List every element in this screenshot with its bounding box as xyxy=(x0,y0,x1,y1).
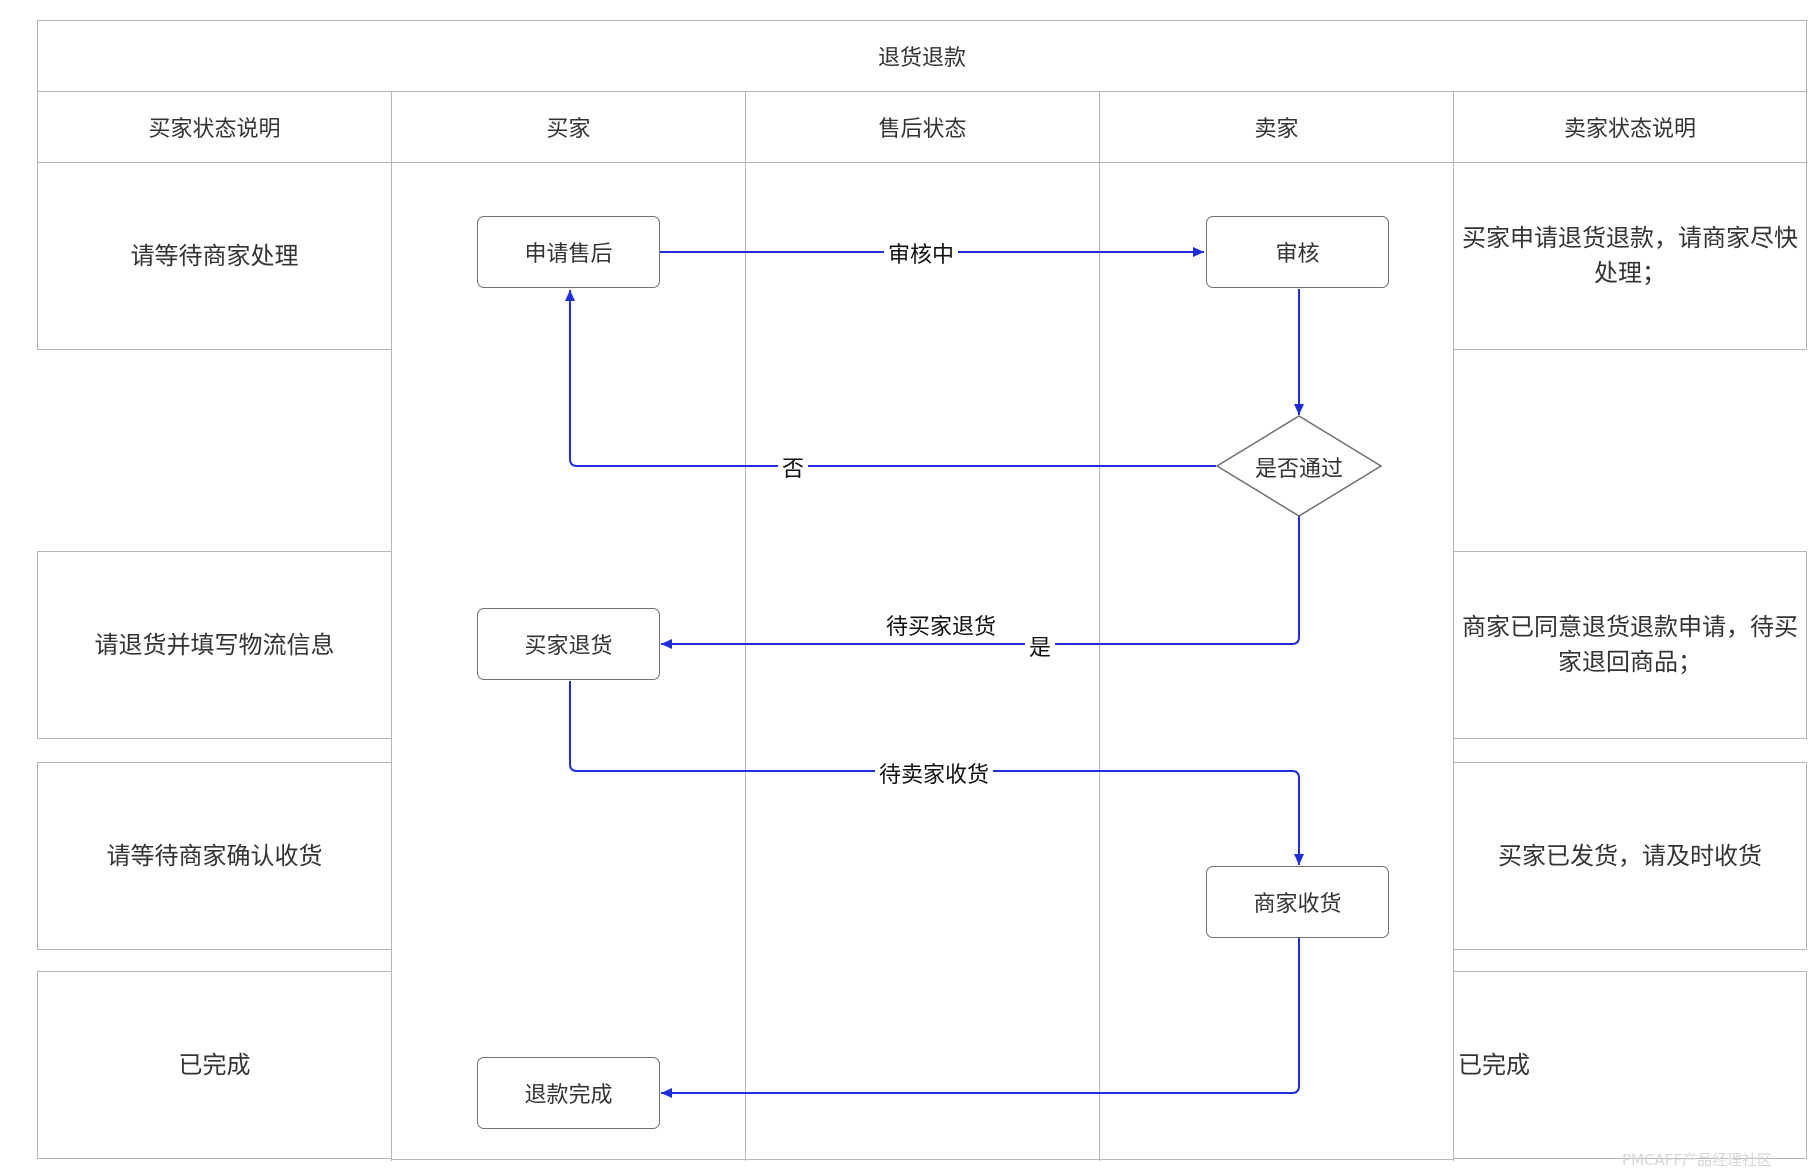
decision-diamond xyxy=(1215,415,1383,517)
lane-divider-2 xyxy=(745,162,746,1161)
edge-label-reviewing: 审核中 xyxy=(884,237,959,269)
node-seller-receive: 商家收货 xyxy=(1206,866,1389,938)
buyer-desc-cell: 已完成 xyxy=(37,971,392,1159)
header-seller-desc: 卖家状态说明 xyxy=(1453,91,1807,163)
node-refund-complete: 退款完成 xyxy=(477,1057,660,1129)
header-seller: 卖家 xyxy=(1099,91,1454,163)
seller-desc-cell: 买家已发货，请及时收货 xyxy=(1453,762,1807,950)
edge-label-yes: 是 xyxy=(1025,630,1056,662)
seller-desc-cell: 已完成 xyxy=(1453,971,1807,1159)
edge-label-no: 否 xyxy=(778,451,809,483)
header-buyer: 买家 xyxy=(391,91,746,163)
node-buyer-return: 买家退货 xyxy=(477,608,660,680)
buyer-desc-cell: 请等待商家处理 xyxy=(37,162,392,350)
edge-label-wait-seller-receive: 待卖家收货 xyxy=(875,757,994,789)
edge-decision-no xyxy=(565,290,1216,467)
lane-divider-3 xyxy=(1099,162,1100,1161)
buyer-desc-cell: 请等待商家确认收货 xyxy=(37,762,392,950)
edge-decision-yes xyxy=(661,515,1300,649)
seller-desc-cell: 买家申请退货退款，请商家尽快处理； xyxy=(1453,162,1807,350)
bottom-line xyxy=(391,1159,1454,1160)
edge-receive-to-refund xyxy=(661,938,1300,1098)
watermark: PMCAFF产品经理社区 xyxy=(1622,1151,1772,1169)
edge-label-wait-buyer-return: 待买家退货 xyxy=(882,609,1001,641)
header-status: 售后状态 xyxy=(745,91,1100,163)
node-apply-after-sale: 申请售后 xyxy=(477,216,660,288)
diagram-title: 退货退款 xyxy=(37,20,1807,92)
node-decision-label: 是否通过 xyxy=(1254,457,1343,482)
node-review: 审核 xyxy=(1206,216,1389,288)
buyer-desc-cell: 请退货并填写物流信息 xyxy=(37,551,392,739)
seller-desc-cell: 商家已同意退货退款申请，待买家退回商品； xyxy=(1453,551,1807,739)
